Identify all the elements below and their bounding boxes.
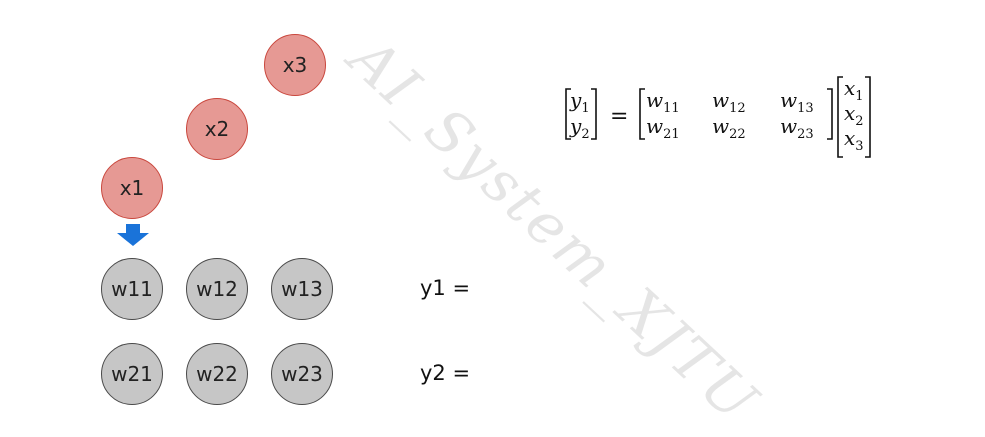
weight-node-label: w11: [111, 277, 153, 301]
input-node-label: x2: [204, 117, 230, 141]
formula-x2: x2: [844, 101, 864, 129]
weight-node-w22: w22: [186, 343, 248, 405]
weight-node-label: w13: [281, 277, 323, 301]
formula-w11: w11: [646, 88, 680, 116]
formula-x3: x3: [844, 126, 864, 154]
output-label-y1: y1 =: [420, 276, 471, 300]
weight-node-label: w12: [196, 277, 238, 301]
formula-w12: w12: [712, 88, 746, 116]
formula-y1: y1: [569, 88, 590, 116]
weight-node-w23: w23: [271, 343, 333, 405]
output-label-y2: y2 =: [420, 361, 471, 385]
down-arrow-icon: [117, 224, 149, 246]
weight-node-w21: w21: [101, 343, 163, 405]
formula-w21: w21: [646, 114, 680, 142]
formula-equals: =: [610, 104, 628, 129]
matrix-formula: y1 y2 = w11 w12 w13 w21 w22 w23 x1 x2 x3: [565, 76, 871, 158]
input-node-x1: x1: [101, 157, 163, 219]
weight-node-w12: w12: [186, 258, 248, 320]
formula-x1: x1: [844, 76, 864, 104]
formula-y2: y2: [569, 114, 590, 142]
formula-w13: w13: [780, 88, 814, 116]
weight-node-label: w21: [111, 362, 153, 386]
weight-node-label: w23: [281, 362, 323, 386]
weight-node-w11: w11: [101, 258, 163, 320]
input-node-x3: x3: [264, 34, 326, 96]
input-node-label: x3: [282, 53, 308, 77]
weight-node-w13: w13: [271, 258, 333, 320]
input-node-label: x1: [119, 176, 145, 200]
formula-w23: w23: [780, 114, 814, 142]
weight-node-label: w22: [196, 362, 238, 386]
formula-w22: w22: [712, 114, 746, 142]
input-node-x2: x2: [186, 98, 248, 160]
